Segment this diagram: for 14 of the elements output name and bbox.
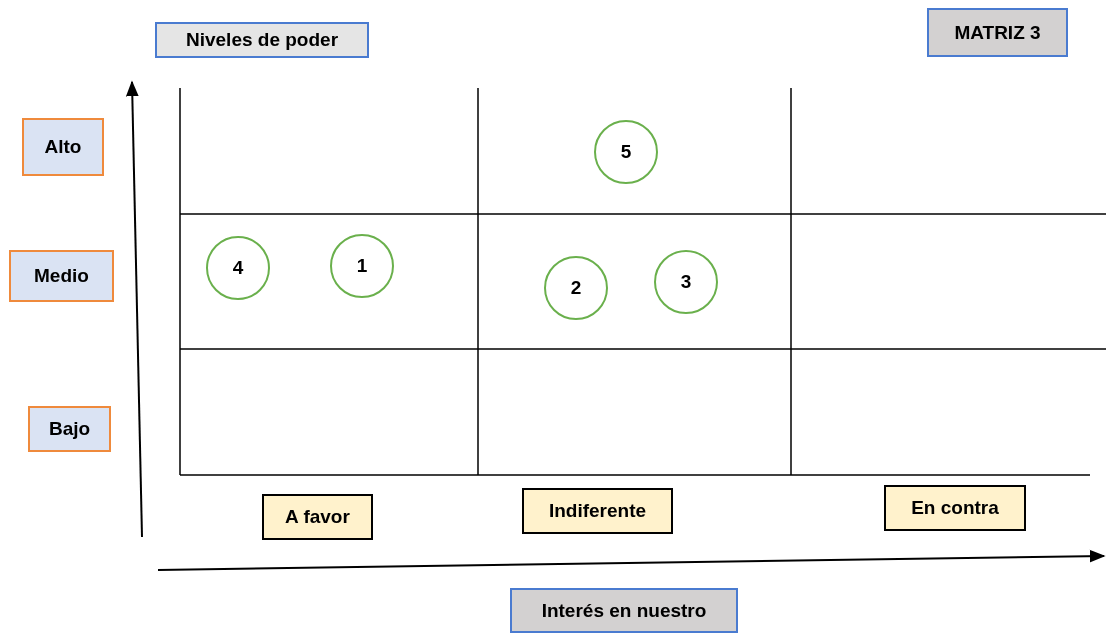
- level-box: Medio: [9, 250, 114, 302]
- interest-box: Indiferente: [522, 488, 673, 534]
- axis-title-box: Niveles de poder: [155, 22, 369, 58]
- level-box: Bajo: [28, 406, 111, 452]
- stakeholder-circle: 5: [594, 120, 658, 184]
- stakeholder-circle: 3: [654, 250, 718, 314]
- stakeholder-circle: 4: [206, 236, 270, 300]
- matrix-label-box: MATRIZ 3: [927, 8, 1068, 57]
- level-box: Alto: [22, 118, 104, 176]
- stakeholder-circle: 2: [544, 256, 608, 320]
- axis-title-box: Interés en nuestro: [510, 588, 738, 633]
- interest-box: A favor: [262, 494, 373, 540]
- stakeholder-circle: 1: [330, 234, 394, 298]
- interest-box: En contra: [884, 485, 1026, 531]
